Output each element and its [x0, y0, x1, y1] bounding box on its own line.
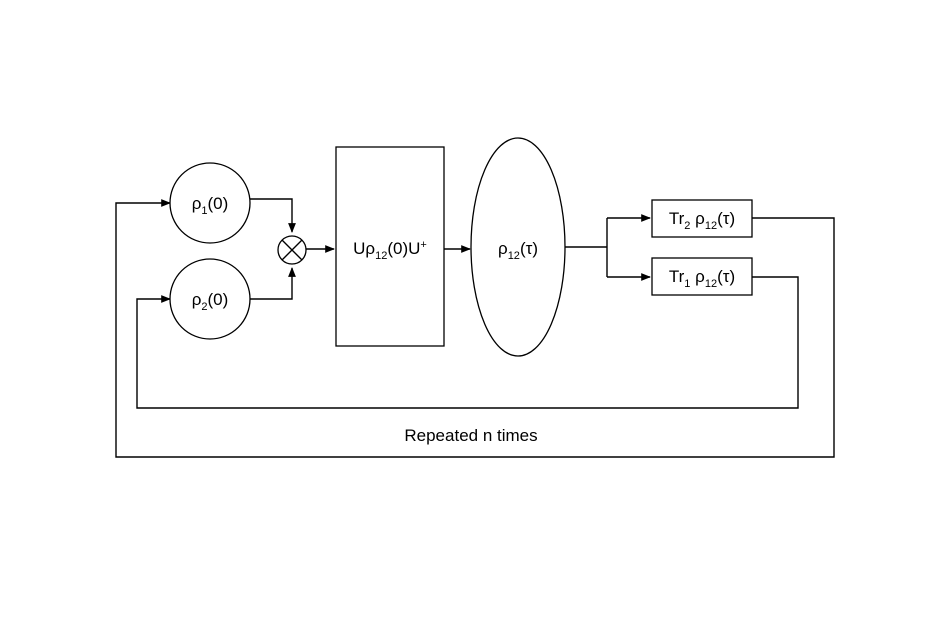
- trace1-label: Tr1 ρ12(τ): [669, 267, 735, 290]
- tensor-product-node: [277, 235, 307, 265]
- trace2-box: [651, 199, 753, 238]
- inner-feedback-loop-edge: [136, 276, 799, 409]
- loop-label: Repeated n times: [404, 426, 537, 445]
- trace2-node: Tr2 ρ12(τ): [651, 199, 753, 238]
- unitary-label: Uρ12(0)U+: [353, 239, 427, 262]
- rho2-to-mixer-edge: [249, 267, 296, 300]
- trace1-node: Tr1 ρ12(τ): [651, 257, 753, 296]
- rho1-circle: [169, 162, 251, 244]
- rho1-to-mixer-edge: [249, 198, 296, 233]
- connectors: [115, 198, 835, 458]
- rho12-label: ρ12(τ): [498, 239, 538, 262]
- rho1-node: ρ1(0): [169, 162, 251, 244]
- rho12-node: ρ12(τ): [470, 137, 566, 357]
- rho1-label: ρ1(0): [192, 194, 229, 217]
- rho2-label: ρ2(0): [192, 290, 229, 313]
- rho2-node: ρ2(0): [169, 258, 251, 340]
- rho2-circle: [169, 258, 251, 340]
- unitary-box: [335, 146, 445, 347]
- outer-feedback-loop-edge: [115, 199, 835, 458]
- rho12-ellipse: [470, 137, 566, 357]
- unitary-evolution-node: Uρ12(0)U+: [335, 146, 445, 347]
- trace2-label: Tr2 ρ12(τ): [669, 209, 735, 232]
- cross-icon: [281, 239, 303, 261]
- trace1-box: [651, 257, 753, 296]
